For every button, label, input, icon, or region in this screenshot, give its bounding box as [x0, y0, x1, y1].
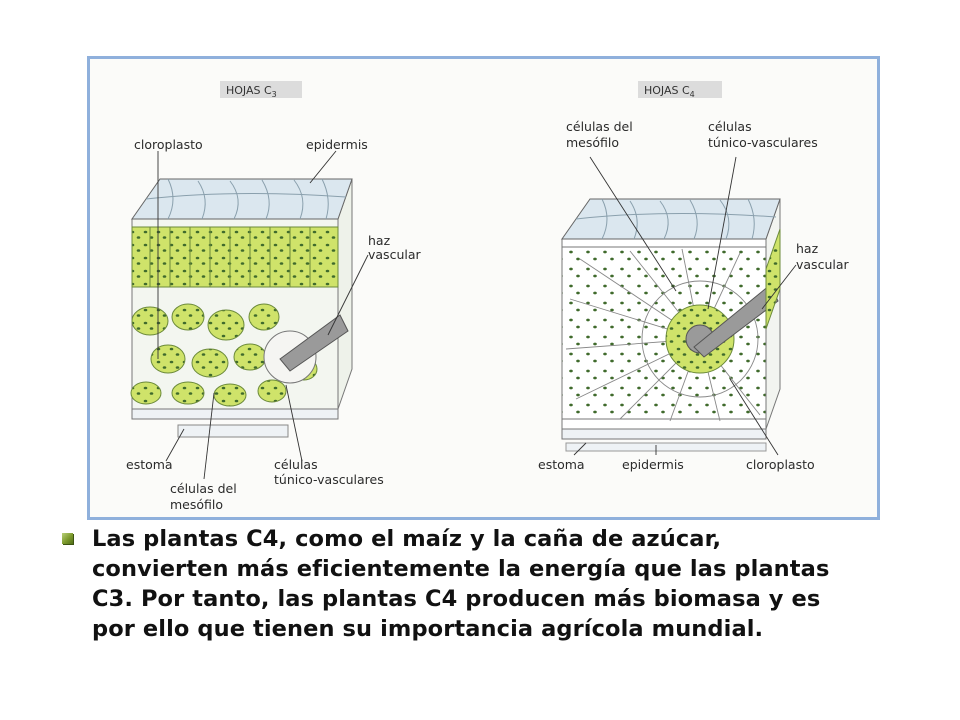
c3-title: HOJAS C3 — [226, 84, 277, 99]
c4-label-haz-1: haz — [796, 241, 819, 256]
c3-palisade-layer — [131, 226, 339, 288]
c3-label-haz-2: vascular — [368, 247, 421, 262]
c3-label-tunico-2: túnico-vasculares — [274, 472, 384, 487]
c4-title: HOJAS C4 — [644, 84, 695, 99]
c4-title-box — [638, 81, 722, 98]
c3-label-mesofilo-1: células del — [170, 481, 237, 496]
c3-label-epidermis: epidermis — [306, 137, 368, 152]
leaf-anatomy-illustration: HOJAS C3 — [126, 81, 849, 512]
c3-label-mesofilo-2: mesófilo — [170, 497, 223, 512]
c3-title-box — [220, 81, 302, 98]
c4-leaf-diagram: HOJAS C4 — [538, 81, 849, 472]
c4-label-mesofilo-1: células del — [566, 119, 633, 134]
c3-label-haz-1: haz — [368, 233, 391, 248]
c4-label-haz-2: vascular — [796, 257, 849, 272]
c3-leaf-diagram: HOJAS C3 — [126, 81, 421, 512]
c4-label-tunico-2: túnico-vasculares — [708, 135, 818, 150]
c4-label-cloroplasto: cloroplasto — [746, 457, 815, 472]
c3-label-cloroplasto: cloroplasto — [134, 137, 203, 152]
c3-label-estoma: estoma — [126, 457, 173, 472]
c3-label-tunico-1: células — [274, 457, 318, 472]
c4-label-tunico-1: células — [708, 119, 752, 134]
c4-label-epidermis: epidermis — [622, 457, 684, 472]
c4-label-estoma: estoma — [538, 457, 585, 472]
caption-text: Las plantas C4, como el maíz y la caña d… — [92, 526, 830, 642]
c3-epidermis-top — [131, 178, 353, 220]
c4-label-mesofilo-2: mesófilo — [566, 135, 619, 150]
c4-epidermis-top — [561, 198, 781, 240]
c4-vascular-bundle — [693, 284, 779, 358]
bullet-square-icon — [62, 533, 73, 544]
c3-spongy-mesophyll — [130, 303, 318, 407]
leaf-anatomy-figure: HOJAS C3 — [87, 56, 880, 520]
